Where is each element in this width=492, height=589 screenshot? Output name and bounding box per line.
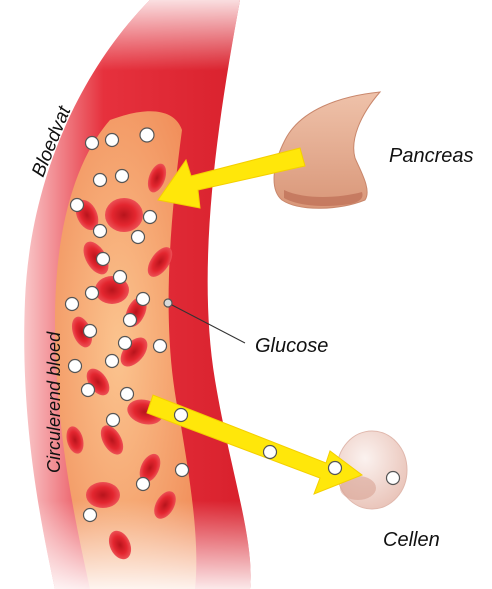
glucose-molecule <box>264 446 277 459</box>
glucose-molecule <box>124 314 137 327</box>
vessel-fade <box>24 0 250 589</box>
glucose-molecule <box>116 170 129 183</box>
glucose-molecule <box>84 509 97 522</box>
label-glucose: Glucose <box>255 335 328 357</box>
glucose-molecule <box>97 253 110 266</box>
label-circulating-blood: Circulerend bloed <box>44 331 64 473</box>
glucose-molecule <box>94 174 107 187</box>
glucose-molecule <box>86 287 99 300</box>
glucose-molecule <box>71 199 84 212</box>
glucose-molecule <box>106 355 119 368</box>
glucose-molecule <box>140 128 154 142</box>
glucose-molecule <box>84 325 97 338</box>
glucose-molecule <box>329 462 342 475</box>
glucose-molecule <box>132 231 145 244</box>
glucose-molecule <box>154 340 167 353</box>
glucose-molecule <box>69 360 82 373</box>
label-pancreas: Pancreas <box>389 145 474 167</box>
red-blood-cell <box>86 482 120 508</box>
glucose-molecule <box>176 464 189 477</box>
glucose-molecule <box>94 225 107 238</box>
glucose-molecule <box>175 409 188 422</box>
glucose-molecule <box>66 298 79 311</box>
glucose-molecule <box>137 478 150 491</box>
glucose-molecule <box>137 293 150 306</box>
glucose-molecule <box>119 337 132 350</box>
glucose-molecule <box>82 384 95 397</box>
glucose-molecule <box>107 414 120 427</box>
glucose-molecule <box>164 299 172 307</box>
red-blood-cell <box>105 198 143 232</box>
glucose-molecule <box>144 211 157 224</box>
glucose-molecule <box>387 472 400 485</box>
glucose-molecule <box>121 388 134 401</box>
label-cells: Cellen <box>383 529 440 551</box>
glucose-molecule <box>114 271 127 284</box>
glucose-molecule <box>86 137 99 150</box>
glucose-molecule <box>106 134 119 147</box>
